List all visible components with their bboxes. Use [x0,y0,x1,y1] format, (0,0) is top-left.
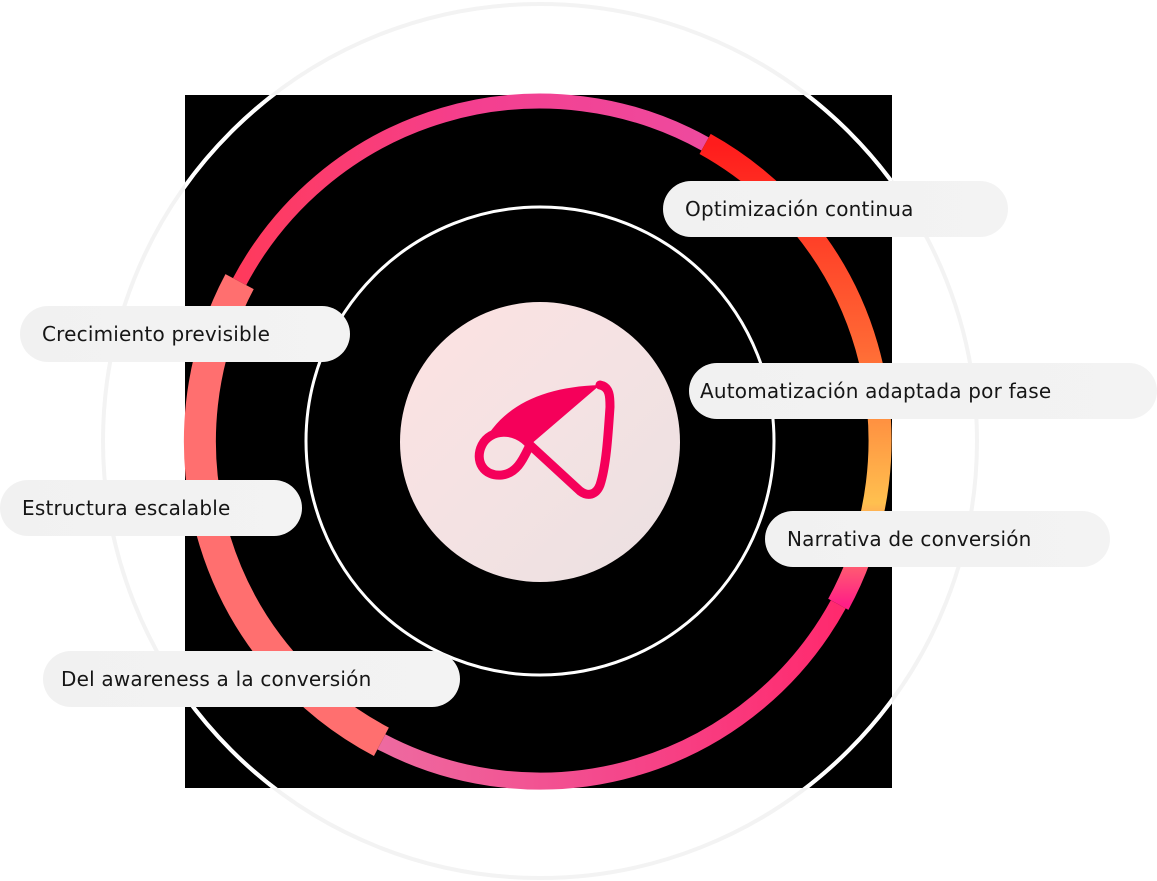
center-logo-disc [400,302,680,582]
label-optimizacion-continua: Optimización continua [663,181,1008,237]
brand-loop-logo-icon [474,380,615,499]
label-text: Optimización continua [685,197,914,221]
label-estructura-escalable: Estructura escalable [0,480,302,536]
ring-segment-bottom [377,600,846,790]
label-automatizacion-adaptada: Automatización adaptada por fase [689,363,1157,419]
label-awareness-conversion: Del awareness a la conversión [43,651,460,707]
label-text: Estructura escalable [22,496,231,520]
label-narrativa-conversion: Narrativa de conversión [765,511,1110,567]
label-crecimiento-previsible: Crecimiento previsible [20,306,350,362]
label-text: Crecimiento previsible [42,322,271,346]
label-text: Del awareness a la conversión [61,667,372,691]
label-text: Narrativa de conversión [787,527,1032,551]
label-text: Automatización adaptada por fase [700,379,1052,403]
outer-faint-circle [101,2,979,880]
inner-circle [304,205,776,677]
ring-segment-top [232,93,709,286]
